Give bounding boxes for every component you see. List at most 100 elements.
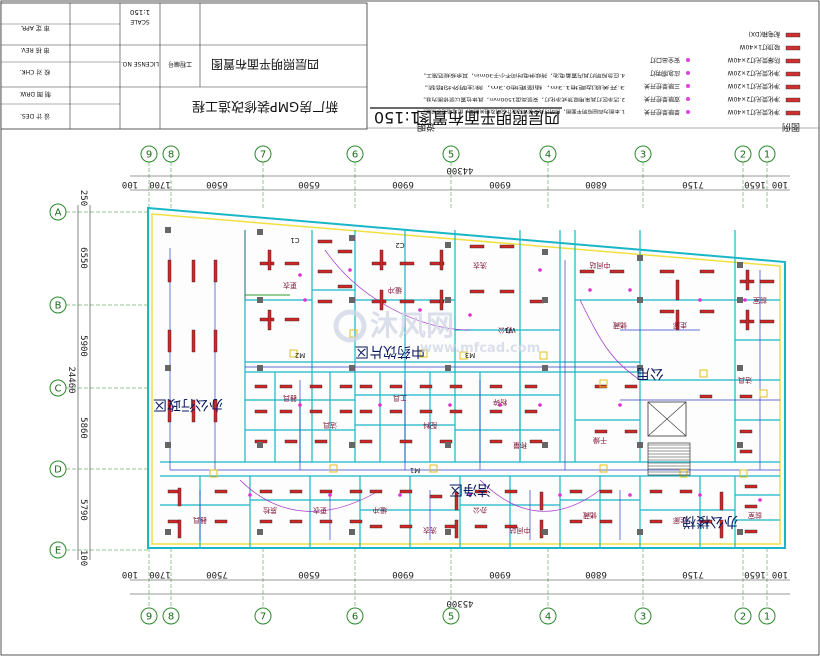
legend-switch-item: 单联单控开关 [644, 108, 680, 116]
light-fixture [379, 289, 384, 311]
room-label: 缓冲 [388, 286, 402, 295]
light-fixture [267, 309, 272, 331]
light-fixture [259, 261, 275, 266]
light-fixture [569, 489, 583, 494]
light-fixture [599, 519, 613, 524]
light-fixture [284, 317, 300, 322]
switch-symbol [298, 273, 302, 277]
light-fixture [213, 329, 218, 353]
light-fixture [429, 261, 445, 266]
drawing-scale: 1:150 [374, 108, 420, 127]
legend-item: 配电箱(DX) [749, 30, 780, 38]
legend-symbol [785, 110, 801, 116]
light-fixture [675, 309, 680, 331]
light-fixtures [167, 239, 775, 539]
emergency-light [289, 349, 298, 358]
switch-symbol [328, 493, 332, 497]
legend-symbol [785, 97, 801, 103]
dim-left-value: 5860 [78, 417, 88, 439]
axis-bubble-top-label: 3 [640, 150, 646, 161]
light-fixture [371, 299, 387, 304]
light-fixture [167, 329, 172, 353]
emergency-light [209, 469, 218, 478]
switch-symbol [698, 493, 702, 497]
column [637, 297, 643, 303]
axis-bubble-top-label: 2 [740, 150, 746, 161]
emergency-light [599, 464, 608, 473]
emergency-light [679, 469, 688, 478]
column [737, 529, 743, 535]
switch-symbol [538, 403, 542, 407]
plan-outline [147, 206, 786, 549]
column [349, 442, 355, 448]
circuit-label: W1 [504, 326, 515, 334]
legend-item: 净化荧光灯1×40W [728, 108, 780, 116]
light-fixture [489, 439, 503, 444]
light-fixture [399, 489, 413, 494]
light-fixture [579, 269, 595, 274]
light-fixture [167, 399, 172, 423]
title-block: 新厂房GMP装修改造工程 四层照明平面布置图 工程编号 LICENSE NO. … [0, 2, 368, 130]
light-fixture [539, 491, 544, 511]
title-block-label: 审 定 APR. [20, 24, 49, 32]
watermark-logo [333, 309, 367, 343]
light-fixture [474, 489, 488, 494]
axis-bubble-bottom [734, 607, 752, 625]
zone-label: 洁净区 [449, 481, 491, 497]
column [637, 255, 643, 261]
axis-bubble-top [162, 145, 180, 163]
axis-bubble-left-label: C [55, 384, 62, 395]
light-fixture [699, 519, 713, 524]
axis-bubble-left-label: E [55, 546, 61, 557]
axis-bubble-bottom [140, 607, 158, 625]
light-fixture [719, 491, 724, 511]
axis-bubble-top-label: 5 [448, 150, 454, 161]
light-fixture [213, 399, 218, 423]
dim-bottom-value: 6500 [298, 569, 320, 579]
room-label: 干燥 [593, 436, 607, 445]
switch-symbol [468, 313, 472, 317]
column [257, 442, 263, 448]
column [542, 529, 548, 535]
emergency-light [459, 351, 468, 360]
room-label: 器具 [193, 516, 207, 524]
light-fixture [399, 524, 413, 529]
axis-bubble-bottom [346, 607, 364, 625]
light-fixture [499, 244, 515, 249]
column [737, 297, 743, 303]
axis-bubble-top-label: 9 [146, 150, 152, 161]
legend-switch-symbol [686, 71, 690, 75]
switch-symbol [538, 268, 542, 272]
light-fixture [419, 409, 433, 414]
emergency-light [599, 379, 608, 388]
light-fixture [439, 249, 444, 271]
emergency-light [759, 389, 768, 398]
light-fixture [389, 384, 403, 389]
title-block-label: 设 计 DES. [20, 112, 50, 120]
circuit-label: C2 [395, 241, 404, 249]
room-label: 洗衣 [423, 526, 437, 535]
light-fixture [419, 384, 433, 389]
axis-bubble-bottom-label: 1 [764, 612, 770, 623]
axis-bubble-top-label: 6 [352, 150, 358, 161]
window-line [151, 213, 781, 545]
light-fixture [454, 491, 459, 511]
switch-symbol [588, 288, 592, 292]
dim-left-value: 6550 [78, 247, 88, 269]
notes-heading: 说明 [417, 121, 435, 133]
dim-bottom-value: 1700 [149, 569, 171, 579]
dim-bottom-total: 45300 [446, 598, 473, 608]
zone-label: 中药饮片区 [355, 343, 425, 359]
light-fixture [699, 269, 715, 274]
room-label: 粉碎 [493, 398, 507, 407]
switch-symbol [468, 493, 472, 497]
axis-bubble-top [442, 145, 460, 163]
circuit-run [479, 479, 601, 512]
emergency-light [429, 464, 438, 473]
legend-switch-item: 双联单控开关 [644, 95, 680, 103]
column [445, 242, 451, 248]
column [165, 442, 171, 448]
axis-bubble-top [758, 145, 776, 163]
light-fixture [337, 284, 353, 289]
light-fixture [339, 409, 353, 414]
